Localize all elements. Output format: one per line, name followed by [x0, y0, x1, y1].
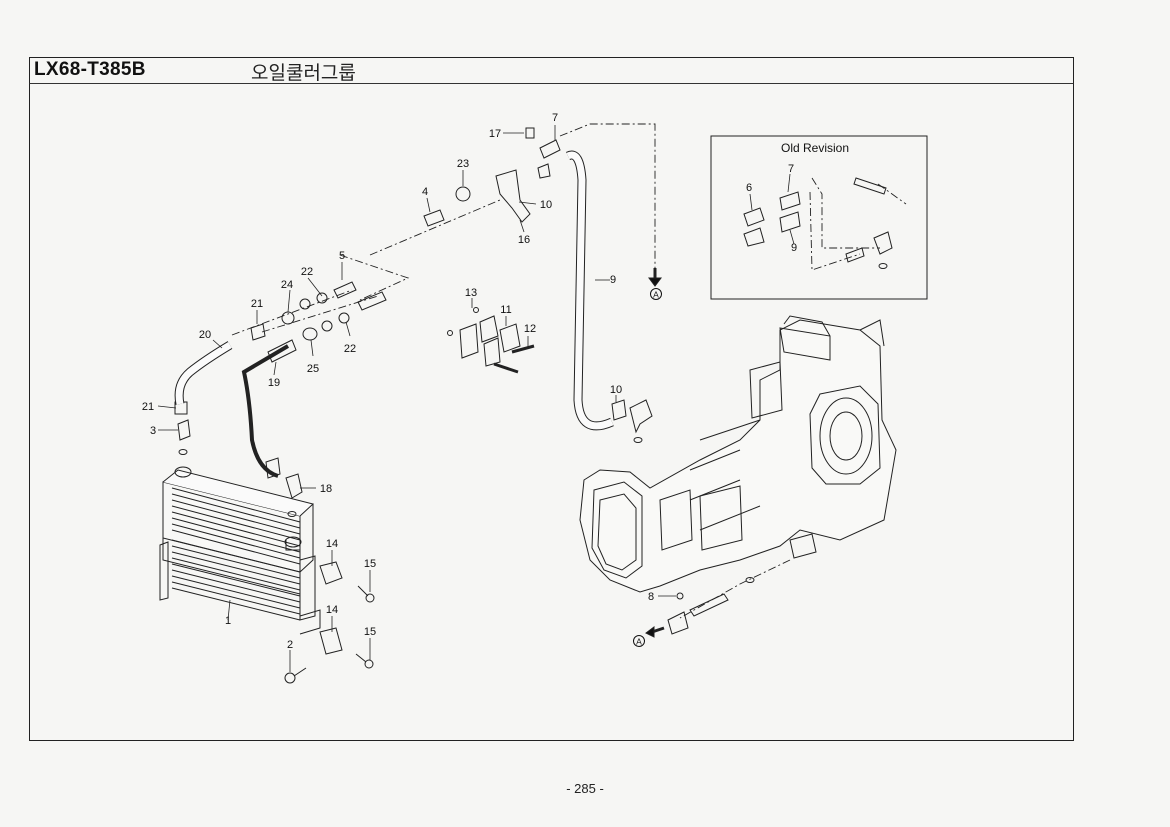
pipe-9-fill [566, 151, 614, 430]
callout-19: 19 [268, 377, 280, 389]
hose-19-end [265, 457, 281, 479]
leader-lines [231, 123, 907, 619]
o-ring-housing [745, 577, 755, 583]
callout-16: 16 [518, 234, 530, 246]
bracket-14-top [319, 561, 343, 585]
old-revision-parts [743, 177, 893, 269]
pipe-9-outline [565, 150, 614, 431]
model-code: LX68-T385B [34, 59, 146, 80]
adapter-5-lower [357, 291, 387, 311]
title-bar: LX68-T385B 오일쿨러그룹 [29, 57, 1074, 84]
bracket-14-bottom [319, 627, 343, 655]
callout-5: 5 [339, 250, 345, 262]
banjo-lower [667, 611, 689, 635]
old-revision-box [710, 135, 928, 300]
adapter-5-upper [333, 281, 357, 299]
callout-11: 11 [500, 304, 511, 316]
callout-25: 25 [307, 363, 319, 375]
callout-14a: 14 [326, 538, 338, 550]
callout-21b: 21 [142, 401, 154, 413]
bolt-2 [284, 667, 307, 684]
fitting-7 [539, 139, 561, 159]
washer-22-upper-a [299, 298, 311, 310]
callout-24: 24 [281, 279, 293, 291]
connector-a-bottom-label: A [636, 637, 642, 647]
callout-4: 4 [422, 186, 428, 198]
callout-15a: 15 [364, 558, 376, 570]
old-revision-title: Old Revision [781, 141, 849, 155]
callout-17: 17 [489, 128, 501, 140]
connector-a-bottom: A [633, 635, 645, 647]
callout-13: 13 [465, 287, 477, 299]
bolt-15-bottom [355, 653, 374, 669]
callout-7: 7 [552, 112, 558, 124]
o-ring-lower [633, 437, 643, 443]
bracket-16 [495, 169, 531, 223]
old-revision-label-7: 7 [788, 163, 794, 175]
clip-set-11-13-12 [447, 307, 535, 374]
arrow-down-to-a [648, 268, 662, 287]
nut-10-upper [537, 163, 551, 179]
connector-a-top-label: A [653, 290, 659, 300]
washer-22-lower-b [338, 312, 350, 324]
callout-15b: 15 [364, 626, 376, 638]
page-number: - 285 - [566, 781, 604, 796]
callout-10a: 10 [540, 199, 552, 211]
callout-20: 20 [199, 329, 211, 341]
nut-23 [455, 186, 471, 202]
elbow-18 [285, 473, 303, 499]
fitting-3 [177, 419, 191, 441]
o-ring-3 [178, 449, 188, 455]
callout-2: 2 [287, 639, 293, 651]
bolt-15-top [357, 585, 375, 603]
callout-3: 3 [150, 425, 156, 437]
callout-9: 9 [610, 274, 616, 286]
callout-23: 23 [457, 158, 469, 170]
callout-1: 1 [225, 615, 231, 627]
callout-22b: 22 [344, 343, 356, 355]
group-title: 오일쿨러그룹 [251, 62, 356, 84]
old-revision-label-6: 6 [746, 182, 752, 194]
transmission-housing [579, 315, 897, 593]
bolt-17 [525, 127, 535, 139]
callout-14b: 14 [326, 604, 338, 616]
arrow-left-to-a [645, 626, 665, 638]
callout-22a: 22 [301, 266, 313, 278]
hose-19-fitting [267, 339, 297, 363]
o-ring-18 [287, 511, 297, 517]
connector-a-top: A [650, 288, 662, 300]
washer-8 [676, 592, 684, 600]
oil-cooler-part [159, 466, 321, 635]
diagram-frame [29, 83, 1074, 741]
callout-21a: 21 [251, 298, 263, 310]
nut-10-lower [611, 399, 627, 421]
callout-18: 18 [320, 483, 332, 495]
hose-19 [241, 344, 290, 478]
elbow-lower [629, 399, 653, 434]
union-4 [423, 209, 445, 227]
callout-leaders [157, 125, 795, 672]
callout-10b: 10 [610, 384, 622, 396]
bolt-lower [689, 593, 729, 617]
old-revision-label-9: 9 [791, 242, 797, 254]
washer-22-lower-a [321, 320, 333, 332]
callout-8: 8 [648, 591, 654, 603]
nut-25 [302, 327, 318, 341]
callout-12: 12 [524, 323, 536, 335]
washer-22-upper-b [316, 292, 328, 304]
hose-20-fill [175, 341, 232, 405]
